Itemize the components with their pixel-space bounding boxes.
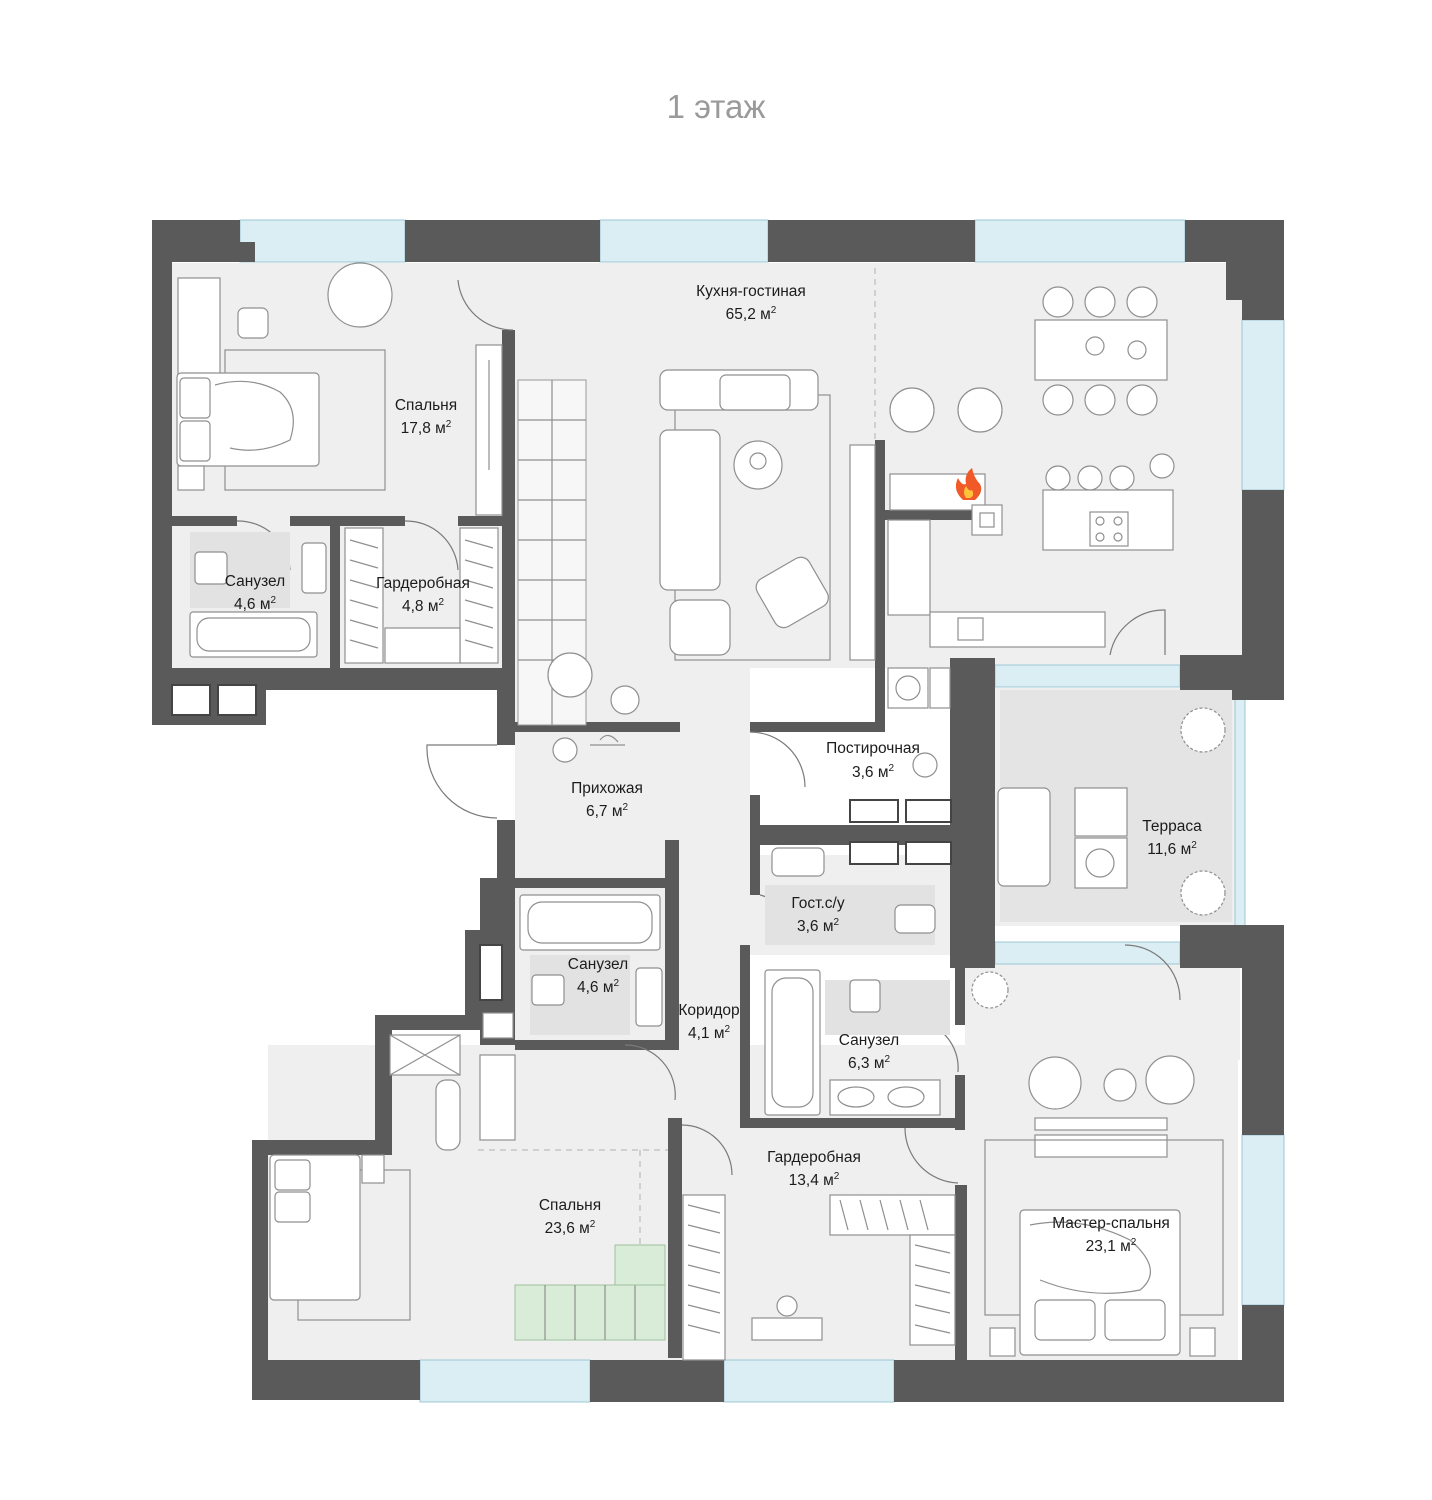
svg-text:Коридор: Коридор xyxy=(678,1002,739,1019)
sink-icon xyxy=(301,542,327,594)
svg-text:6,7 м2: 6,7 м2 xyxy=(586,802,629,820)
room-bathroom-6-3: Санузел 6,3 м2 xyxy=(839,1032,899,1072)
svg-text:17,8 м2: 17,8 м2 xyxy=(401,419,452,437)
svg-text:Постирочная: Постирочная xyxy=(826,740,920,757)
room-bedroom-17: Спальня 17,8 м2 xyxy=(395,397,457,437)
svg-text:23,1 м2: 23,1 м2 xyxy=(1086,1237,1137,1255)
svg-text:Санузел: Санузел xyxy=(225,573,285,590)
bathtub-icon xyxy=(189,611,318,658)
svg-text:Кухня-гостиная: Кухня-гостиная xyxy=(696,283,806,300)
bathroom-2-furniture xyxy=(482,894,663,1039)
laundry-furniture xyxy=(887,667,951,778)
room-terrace: Терраса 11,6 м2 xyxy=(1142,818,1202,858)
svg-text:13,4 м2: 13,4 м2 xyxy=(789,1171,840,1189)
svg-text:Спальня: Спальня xyxy=(539,1197,601,1214)
room-wardrobe-4-8: Гардеробная 4,8 м2 xyxy=(376,575,470,615)
hob-icon xyxy=(1089,511,1129,547)
partitions xyxy=(172,330,985,1360)
svg-text:11,6 м2: 11,6 м2 xyxy=(1147,840,1197,858)
svg-text:4,6 м2: 4,6 м2 xyxy=(577,978,620,996)
zone-lines xyxy=(478,268,876,1151)
floor-title: 1 этаж xyxy=(666,88,766,125)
svg-text:Мастер-спальня: Мастер-спальня xyxy=(1052,1215,1170,1232)
svg-text:Прихожая: Прихожая xyxy=(571,780,643,797)
room-guest-wc: Гост.с/у 3,6 м2 xyxy=(791,895,844,935)
svg-text:4,1 м2: 4,1 м2 xyxy=(688,1024,731,1042)
sofa-icon xyxy=(659,369,819,591)
toilet-icon xyxy=(194,551,228,585)
room-hallway: Прихожая 6,7 м2 xyxy=(571,780,643,820)
room-kitchen-living: Кухня-гостиная 65,2 м2 xyxy=(696,283,806,323)
room-laundry: Постирочная 3,6 м2 xyxy=(826,740,920,781)
bathroom-1-furniture xyxy=(189,532,327,658)
terrace-furniture xyxy=(997,690,1232,922)
svg-text:65,2 м2: 65,2 м2 xyxy=(726,305,777,323)
svg-text:Санузел: Санузел xyxy=(568,956,628,973)
windows xyxy=(239,219,1285,1403)
bedroom-1-furniture xyxy=(176,262,503,516)
shafts xyxy=(171,684,952,1001)
room-wardrobe-13-4: Гардеробная 13,4 м2 xyxy=(767,1149,861,1189)
room-bathroom-4-6-a: Санузел 4,6 м2 xyxy=(225,573,285,613)
wardrobe-2-furniture xyxy=(682,1194,956,1361)
svg-text:Санузел: Санузел xyxy=(839,1032,899,1049)
desk-icon xyxy=(751,1295,823,1341)
wardrobe-1-furniture xyxy=(344,527,499,664)
room-master-bedroom: Мастер-спальня 23,1 м2 xyxy=(1052,1215,1170,1255)
plant-icon xyxy=(590,734,625,746)
svg-text:Гардеробная: Гардеробная xyxy=(767,1149,861,1166)
svg-text:Терраса: Терраса xyxy=(1142,818,1202,835)
svg-text:6,3 м2: 6,3 м2 xyxy=(848,1054,891,1072)
kitchen-furniture xyxy=(849,286,1175,661)
svg-text:4,8 м2: 4,8 м2 xyxy=(402,597,445,615)
room-bathroom-4-6-b: Санузел 4,6 м2 xyxy=(568,956,628,996)
master-bedroom-furniture xyxy=(971,971,1224,1357)
fireplace-icon xyxy=(955,468,982,500)
svg-text:3,6 м2: 3,6 м2 xyxy=(797,917,840,935)
room-bedroom-23-6: Спальня 23,6 м2 xyxy=(539,1197,601,1237)
bedroom-2-furniture xyxy=(269,1034,516,1321)
room-labels: Кухня-гостиная 65,2 м2 Спальня 17,8 м2 С… xyxy=(225,283,1202,1255)
bathroom-3-furniture xyxy=(764,969,950,1116)
round-rug xyxy=(327,262,393,328)
svg-text:3,6 м2: 3,6 м2 xyxy=(852,763,895,781)
svg-text:Гост.с/у: Гост.с/у xyxy=(791,895,844,912)
guest-wc-furniture xyxy=(765,847,936,945)
stair-highlight xyxy=(514,1284,666,1341)
svg-text:23,6 м2: 23,6 м2 xyxy=(545,1219,596,1237)
svg-text:Гардеробная: Гардеробная xyxy=(376,575,470,592)
washing-machine-icon xyxy=(887,667,929,709)
svg-text:Спальня: Спальня xyxy=(395,397,457,414)
dining-table-icon xyxy=(1034,286,1168,416)
bed-icon xyxy=(176,372,320,467)
room-corridor: Коридор 4,1 м2 xyxy=(678,1002,739,1042)
svg-text:4,6 м2: 4,6 м2 xyxy=(234,595,277,613)
